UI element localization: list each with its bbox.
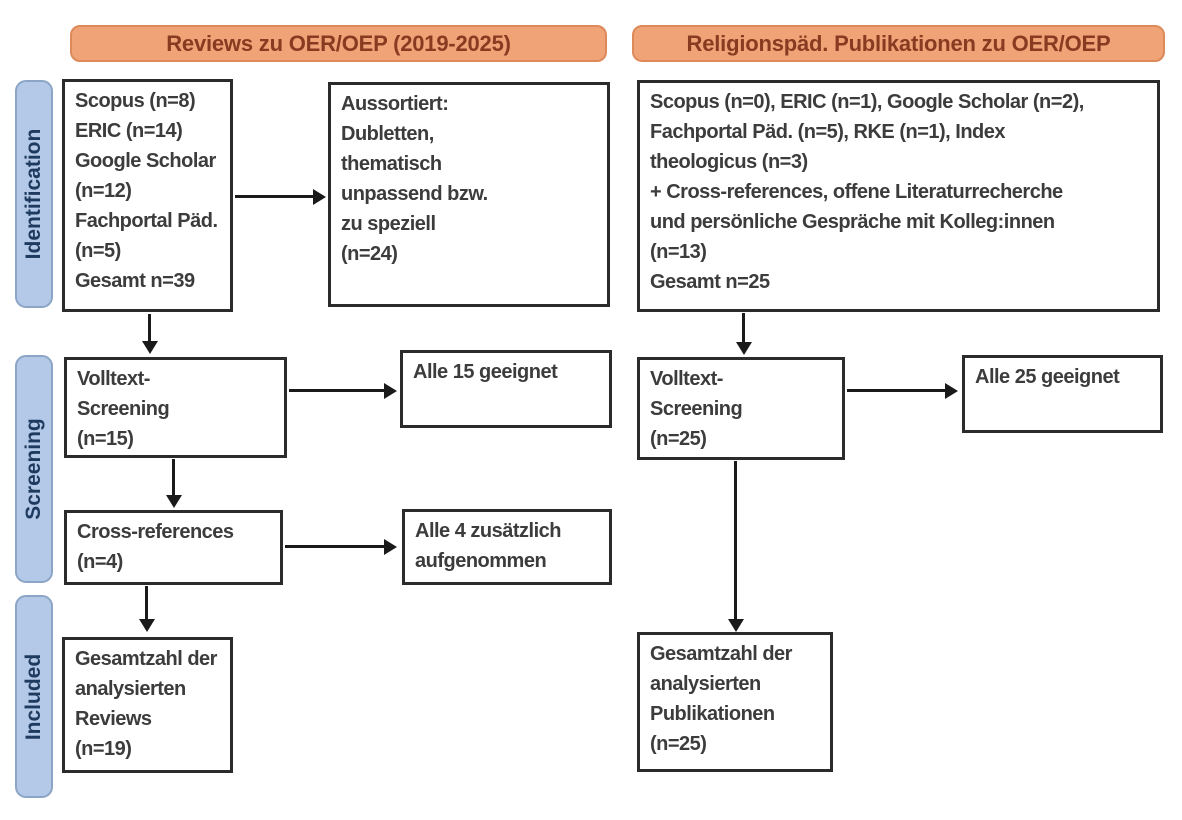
arrow-reviews-crossreferences-to-result bbox=[285, 538, 397, 555]
box-publications-included-total: Gesamtzahl der analysierten Publikatione… bbox=[637, 632, 833, 772]
box-reviews-excluded: Aussortiert: Dubletten, thematisch unpas… bbox=[328, 82, 610, 307]
box-reviews-crossreferences-result: Alle 4 zusätzlich aufgenommen bbox=[402, 509, 612, 585]
box-reviews-identification-sources: Scopus (n=8) ERIC (n=14) Google Scholar … bbox=[62, 79, 233, 312]
box-reviews-fulltext-screening: Volltext- Screening (n=15) bbox=[64, 357, 287, 458]
stage-label-identification-text: Identification bbox=[22, 128, 45, 260]
arrow-reviews-identification-to-excluded bbox=[235, 188, 326, 205]
arrow-publications-fulltext-to-included bbox=[727, 461, 744, 632]
stage-label-screening: Screening bbox=[15, 355, 53, 583]
box-publications-fulltext-result: Alle 25 geeignet bbox=[962, 355, 1163, 433]
arrow-publications-identification-to-fulltext bbox=[735, 313, 752, 355]
box-publications-fulltext-screening: Volltext- Screening (n=25) bbox=[637, 357, 845, 460]
column-header-religionspaed-publications: Religionspäd. Publikationen zu OER/OEP bbox=[632, 25, 1165, 62]
stage-label-included: Included bbox=[15, 595, 53, 798]
box-reviews-fulltext-result: Alle 15 geeignet bbox=[400, 350, 612, 428]
box-publications-identification-sources: Scopus (n=0), ERIC (n=1), Google Scholar… bbox=[637, 80, 1160, 312]
stage-label-identification: Identification bbox=[15, 80, 53, 308]
stage-label-included-text: Included bbox=[22, 653, 45, 740]
arrow-reviews-crossreferences-to-included bbox=[138, 586, 155, 632]
stage-label-screening-text: Screening bbox=[22, 418, 45, 520]
arrow-reviews-fulltext-to-result bbox=[289, 382, 397, 399]
box-reviews-included-total: Gesamtzahl der analysierten Reviews (n=1… bbox=[62, 637, 233, 773]
arrow-reviews-identification-to-fulltext bbox=[141, 314, 158, 354]
box-reviews-crossreferences: Cross-references (n=4) bbox=[64, 510, 283, 585]
arrow-publications-fulltext-to-result bbox=[847, 382, 958, 399]
arrow-reviews-fulltext-to-crossreferences bbox=[165, 459, 182, 508]
column-header-reviews: Reviews zu OER/OEP (2019-2025) bbox=[70, 25, 607, 62]
